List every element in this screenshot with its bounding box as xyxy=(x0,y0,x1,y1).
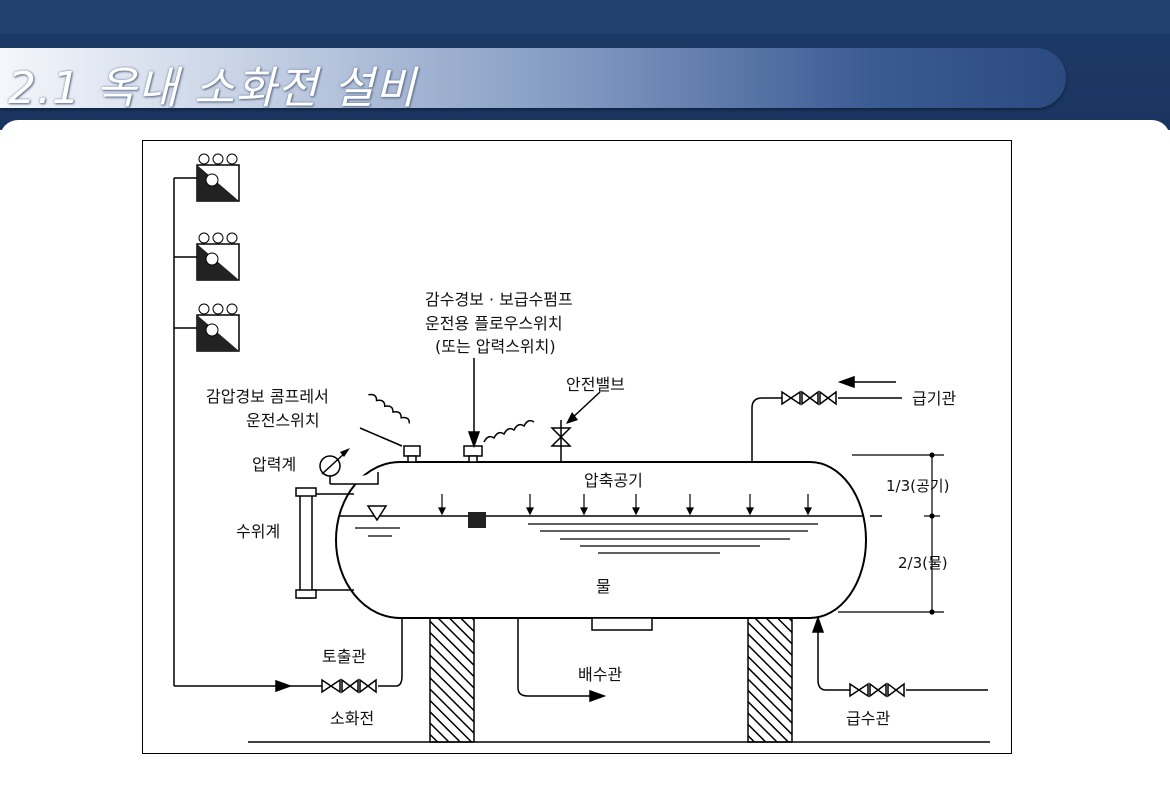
header-stripe xyxy=(0,0,1170,34)
air-supply-pipe xyxy=(751,375,902,462)
water-supply-pipe xyxy=(811,615,988,691)
hydrant-box-2 xyxy=(196,232,240,281)
water-level-gauge-label: 수위계 xyxy=(236,522,280,541)
discharge-valves xyxy=(321,678,377,694)
float-switch xyxy=(463,358,535,463)
pressure-switch-label-1: 감압경보 콤프레서 xyxy=(206,387,329,406)
hydrant-box-1 xyxy=(196,153,240,202)
air-ratio-label: 1/3(공기) xyxy=(886,477,949,495)
hydrant-riser xyxy=(173,177,197,686)
water-supply-valves xyxy=(849,682,905,698)
support-left xyxy=(429,611,475,743)
discharge-pipe-label: 토출관 xyxy=(322,647,366,666)
title-bar xyxy=(0,48,1066,108)
pressure-tank xyxy=(335,461,867,619)
water-ratio-label: 2/3(물) xyxy=(898,554,948,572)
drain-pipe xyxy=(517,618,607,703)
diagram-frame xyxy=(142,140,1012,754)
air-supply-valves xyxy=(781,390,837,406)
drain-flange xyxy=(591,617,653,631)
compressed-air-label: 압축공기 xyxy=(584,471,643,490)
float-switch-label-1: 감수경보 · 보급수펌프 xyxy=(425,290,573,309)
hydrant-label: 소화전 xyxy=(330,709,374,728)
safety-valve xyxy=(550,391,601,462)
float-block xyxy=(468,512,486,528)
pressure-gauge xyxy=(319,448,379,485)
pressure-switch xyxy=(359,393,421,463)
slide-title: 2.1 옥내 소화전 설비 xyxy=(8,63,417,114)
hydrant-box-3 xyxy=(196,303,240,352)
float-switch-label-2: 운전용 플로우스위치 xyxy=(425,314,563,333)
support-right xyxy=(747,611,793,743)
water-surface-marks xyxy=(355,505,818,554)
safety-valve-label: 안전밸브 xyxy=(566,375,625,394)
air-supply-pipe-label: 급기관 xyxy=(912,389,956,408)
pressure-gauge-label: 압력계 xyxy=(252,455,296,474)
water-level-gauge xyxy=(295,487,354,599)
discharge-line xyxy=(174,616,403,693)
float-switch-label-3: (또는 압력스위치) xyxy=(435,337,556,356)
ratio-dimension xyxy=(838,452,944,615)
drain-pipe-label: 배수관 xyxy=(578,665,622,684)
water-label: 물 xyxy=(596,577,611,596)
pressure-arrows xyxy=(438,494,812,516)
pressure-switch-label-2: 운전스위치 xyxy=(246,411,320,430)
water-supply-pipe-label: 급수관 xyxy=(846,709,890,728)
